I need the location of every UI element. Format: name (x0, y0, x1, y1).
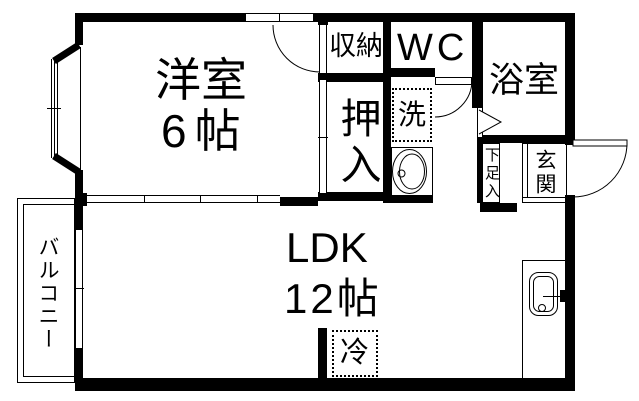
ldk-divider-west-stub (75, 193, 87, 206)
genkan-south-wall (480, 203, 517, 212)
ldk-balcony-window (74, 230, 84, 348)
sliding-panel-tick (318, 137, 328, 138)
washing-machine-space (392, 88, 432, 142)
shuno-door-leaf (319, 25, 327, 73)
yokushitsu-label: 浴室 (489, 61, 560, 100)
storage-door-arc-icon (272, 24, 321, 73)
oshiire-sliding-door (318, 80, 328, 193)
yoshitsu-size-label: 6帖 (161, 105, 249, 157)
washbasin-faucet-icon (397, 169, 406, 178)
fridge-wall-stub (318, 328, 327, 382)
washer-label: 洗 (398, 99, 427, 130)
kitchen-faucet-icon (560, 290, 569, 302)
sliding-panel-tick (200, 196, 201, 202)
front-door-arc-icon (572, 142, 628, 198)
west-wall-top (75, 13, 83, 45)
yoshitsu-room-label: 洋室 (155, 54, 247, 106)
genkan-label: 玄関 (533, 149, 556, 197)
sliding-panel-tick (257, 196, 258, 202)
sliding-panel-tick (144, 196, 145, 202)
balcony-label: バルコニー (36, 236, 59, 351)
washroom-south-wall (383, 195, 433, 203)
yoshitsu-ldk-sliding-door (87, 195, 280, 203)
window-mullion-tick (74, 288, 84, 289)
east-wall-top (565, 13, 575, 145)
kitchen-drain-icon (538, 304, 546, 312)
east-wall-bottom (565, 195, 575, 391)
kitchen-sink-icon (529, 272, 558, 316)
kitchen-counter (522, 260, 566, 382)
ldk-size-label: 12帖 (284, 275, 382, 322)
fridge-label: 冷 (340, 337, 370, 369)
yoshitsu-north-window (246, 13, 313, 22)
bottom-wall (75, 378, 575, 391)
closet-column-wall-top (318, 13, 328, 25)
bath-west-wall-bottom (477, 137, 483, 203)
bath-folding-door-icon (478, 109, 503, 135)
oshiire-bottom-wall (318, 192, 390, 201)
washbasin-icon (392, 149, 427, 194)
ldk-room-label: LDK (286, 224, 368, 271)
front-door-leaf (572, 139, 628, 147)
kitchen-sink-inner (533, 276, 554, 312)
washroom-west-wall (383, 13, 391, 203)
bath-west-wall-top (472, 13, 483, 108)
bay-window-bottom-slant (52, 153, 81, 175)
wc-label: WC (397, 27, 469, 69)
shuno-oshiire-divider-wall (318, 73, 391, 82)
window-mullion-tick (279, 14, 280, 21)
genkan-floor-outline (522, 143, 567, 203)
washbasin-inner (399, 153, 425, 190)
top-wall-right (313, 13, 575, 22)
wc-south-wall (391, 68, 435, 77)
top-wall-left (75, 13, 246, 22)
bath-south-wall (483, 135, 575, 143)
balcony-outline-inner (23, 204, 75, 377)
bay-window-top-slant (52, 42, 81, 64)
oshiire-label: 押入 (334, 97, 380, 189)
refrigerator-space (332, 330, 378, 377)
shoe-box (482, 143, 500, 203)
ldk-divider-east-stub (280, 197, 318, 206)
shuno-label: 収納 (329, 31, 383, 61)
west-wall-bottom (75, 348, 83, 390)
wc-door-arc-icon (434, 79, 473, 118)
shoe-box-label: 下足入 (483, 147, 500, 201)
